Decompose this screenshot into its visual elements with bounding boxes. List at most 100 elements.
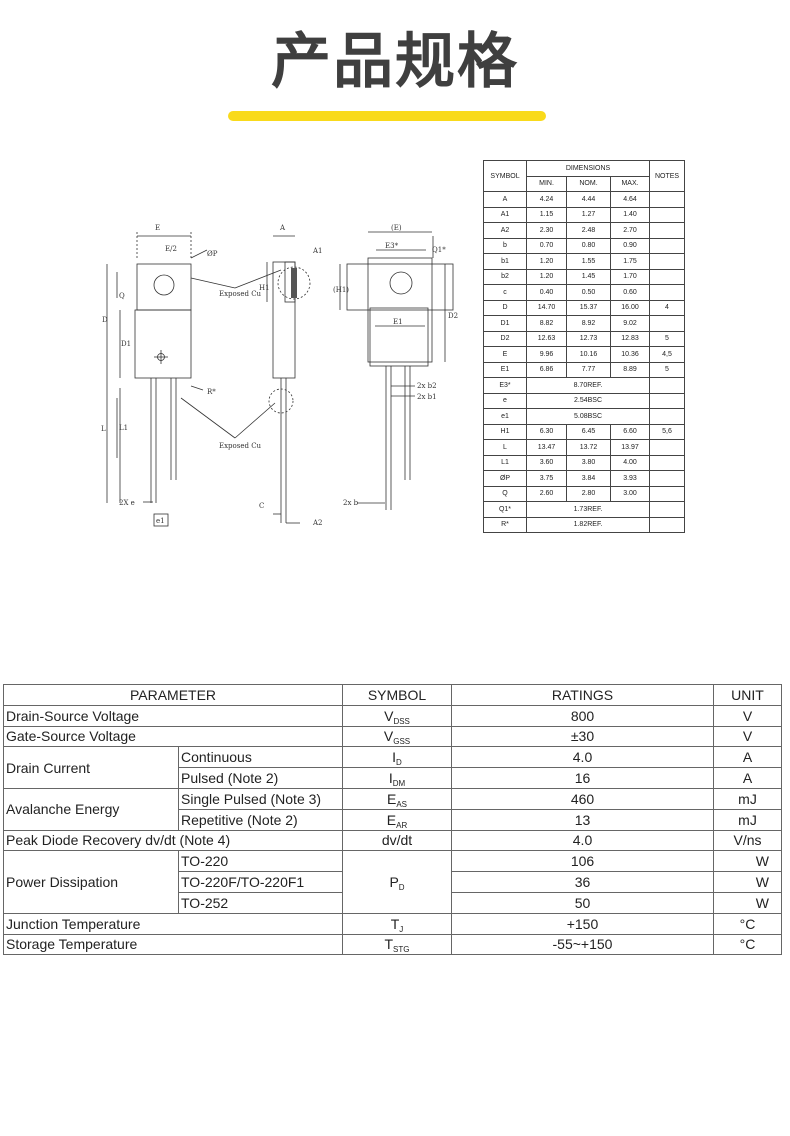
symbol-cell: TSTG <box>342 933 452 956</box>
dim-symbol-cell: R* <box>483 516 527 533</box>
symbol-text: T <box>390 915 400 932</box>
dim-symbol-cell: L <box>483 439 527 456</box>
dim-symbol-cell: H1 <box>483 423 527 440</box>
value-cell: -55~+150 <box>451 933 714 956</box>
dim-notes-cell <box>649 439 685 456</box>
dim-nom-cell: 10.16 <box>566 346 611 363</box>
dim-min-cell: 2.30 <box>526 222 567 239</box>
param-cell: Avalanche Energy <box>3 787 179 831</box>
table-row: Power Dissipation TO-220 PD 106 W <box>3 850 782 914</box>
dim-max-cell: 1.70 <box>610 268 650 285</box>
dim-min-cell: 0.70 <box>526 237 567 254</box>
symbol-cell: PD <box>342 850 452 914</box>
dim-notes-cell <box>649 222 685 239</box>
dim-notes-cell: 5 <box>649 361 685 378</box>
symbol-cell: ID <box>342 746 452 769</box>
dim-symbol-cell: D1 <box>483 315 527 332</box>
dim-symbol-cell: b2 <box>483 268 527 285</box>
dim-min-cell: 1.20 <box>526 253 567 270</box>
dim-nom-cell: 6.45 <box>566 423 611 440</box>
unit-cell: A <box>713 746 782 769</box>
value-cell: 16 <box>451 767 714 789</box>
dim-label-R: R* <box>207 388 216 396</box>
value-cell: 106 <box>451 850 714 873</box>
unit-cell: °C <box>713 933 782 956</box>
dim-notes-cell <box>649 454 685 471</box>
dim-nom-cell: 13.72 <box>566 439 611 456</box>
dim-nom-cell: 15.37 <box>566 299 611 316</box>
dim-label-D2: D2 <box>448 312 458 320</box>
dim-table-row: R*1.82REF. <box>483 516 685 533</box>
dim-max-cell: 4.00 <box>610 454 650 471</box>
dim-label-P: ØP <box>207 250 218 258</box>
dim-symbol-cell: c <box>483 284 527 301</box>
dim-table-row: Q1*1.73REF. <box>483 501 685 518</box>
dim-max-cell: 9.02 <box>610 315 650 332</box>
dim-notes-cell <box>649 284 685 301</box>
param-cell: Power Dissipation <box>3 850 179 914</box>
symbol-subscript: AR <box>396 820 408 830</box>
dim-symbol-cell: A1 <box>483 206 527 223</box>
table-row: Drain-Source Voltage VDSS 800 V <box>3 704 782 727</box>
title-underline <box>228 111 546 121</box>
unit-cell: W <box>713 891 782 914</box>
dim-symbol-cell: D <box>483 299 527 316</box>
unit-cell: °C <box>713 912 782 935</box>
param-cell: Storage Temperature <box>3 933 343 956</box>
dim-header-notes: NOTES <box>649 160 685 192</box>
dim-max-cell: 10.36 <box>610 346 650 363</box>
value-cell: 800 <box>451 704 714 727</box>
symbol-text: T <box>384 936 394 953</box>
rat-header-symbol: SYMBOL <box>342 684 452 706</box>
dim-min-cell: 14.70 <box>526 299 567 316</box>
dim-label-E: E <box>155 224 160 232</box>
dim-nom-cell: 0.50 <box>566 284 611 301</box>
dim-max-cell: 4.64 <box>610 191 650 208</box>
symbol-text: V <box>383 728 394 745</box>
dim-min-cell: 9.96 <box>526 346 567 363</box>
dim-max-cell: 1.75 <box>610 253 650 270</box>
package-outline-drawing: E E/2 ØP Q D D1 L L1 2X e e1 Exposed Cu … <box>101 224 458 527</box>
dim-max-cell: 8.89 <box>610 361 650 378</box>
dim-max-cell: 3.93 <box>610 470 650 487</box>
symbol-cell: EAS <box>342 787 452 810</box>
symbol-cell: EAR <box>342 808 452 831</box>
symbol-cell: TJ <box>342 912 452 935</box>
value-cell: 4.0 <box>451 829 714 852</box>
dim-label-b2: 2x b2 <box>417 382 437 390</box>
table-row: Avalanche Energy Single Pulsed (Note 3) … <box>3 787 782 831</box>
dim-label-A: A <box>279 224 286 232</box>
param-cell: Peak Diode Recovery dv/dt (Note 4) <box>3 829 343 852</box>
rat-header-parameter: PARAMETER <box>3 684 343 706</box>
dim-max-cell: 12.83 <box>610 330 650 347</box>
dim-notes-cell: 5,6 <box>649 423 685 440</box>
symbol-text: I <box>388 770 393 787</box>
dim-label-D1: D1 <box>121 340 131 348</box>
symbol-text: P <box>389 874 399 891</box>
symbol-cell: IDM <box>342 767 452 789</box>
symbol-text: V <box>384 707 394 724</box>
dim-label-E2: E/2 <box>165 245 177 253</box>
dim-header-min: MIN. <box>526 175 567 192</box>
dim-nom-cell: 3.80 <box>566 454 611 471</box>
unit-cell: V/ns <box>713 829 782 852</box>
value-cell: 13 <box>451 808 714 831</box>
dim-ref-cell: 8.70REF. <box>526 377 650 394</box>
dim-min-cell: 8.82 <box>526 315 567 332</box>
dim-symbol-cell: e <box>483 392 527 409</box>
dim-label-H1: H1 <box>259 284 270 292</box>
unit-cell: V <box>713 725 782 748</box>
dim-min-cell: 6.86 <box>526 361 567 378</box>
symbol-subscript: DSS <box>393 716 410 726</box>
dim-max-cell: 3.00 <box>610 485 650 502</box>
dim-notes-cell <box>649 470 685 487</box>
dimensions-table: SYMBOL DIMENSIONS NOTES MIN. NOM. MAX. A… <box>483 160 685 533</box>
dim-min-cell: 3.75 <box>526 470 567 487</box>
